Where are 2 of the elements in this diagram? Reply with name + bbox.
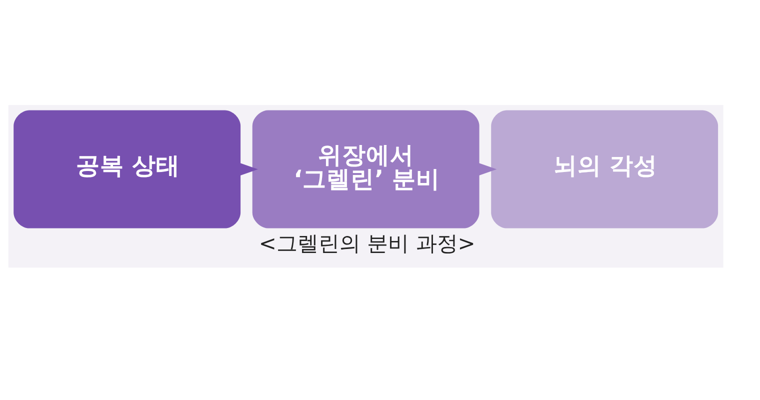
- node-box: 뇌의 각성: [491, 110, 718, 228]
- caption: <그렐린의 분비 과정>: [258, 230, 476, 255]
